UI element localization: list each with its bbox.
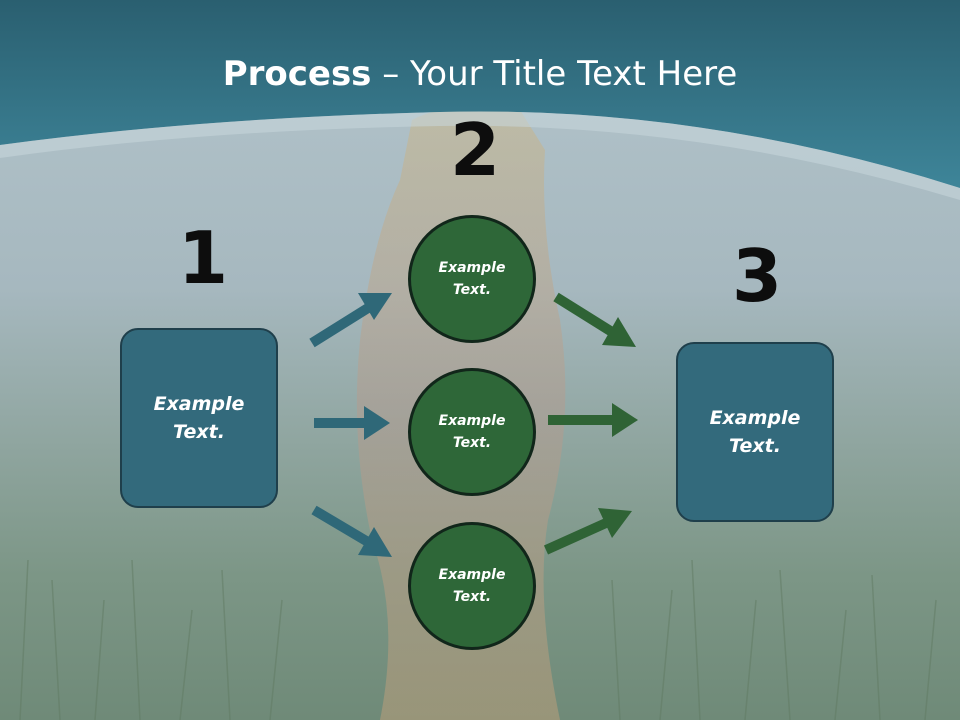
header-swoosh [0, 111, 960, 200]
start-box-text: Example Text. [154, 390, 245, 447]
arrow-from-circle-3 [543, 508, 632, 555]
grass [19, 559, 937, 720]
end-box[interactable]: Example Text. [676, 342, 834, 522]
end-box-line2: Text. [729, 435, 781, 457]
circle-step-2[interactable]: Example Text. [408, 368, 536, 496]
circle-1-line1: Example [438, 259, 506, 276]
circle-2-line2: Text. [452, 435, 492, 451]
step-number-2: 2 [450, 108, 501, 192]
arrow-to-circle-1 [309, 293, 392, 348]
circle-1-text: Example Text. [439, 257, 506, 302]
start-box[interactable]: Example Text. [120, 328, 278, 508]
end-box-line1: Example [709, 406, 801, 429]
step-number-3: 3 [732, 234, 783, 318]
circle-step-1[interactable]: Example Text. [408, 215, 536, 343]
arrow-from-circle-2 [548, 403, 638, 437]
circle-step-3[interactable]: Example Text. [408, 522, 536, 650]
step-number-1: 1 [178, 216, 229, 300]
start-box-line1: Example [153, 392, 245, 415]
circle-2-line1: Example [438, 412, 506, 429]
title-rest: – Your Title Text Here [371, 54, 738, 94]
title-bold: Process [222, 54, 372, 94]
circle-3-line1: Example [438, 566, 506, 583]
header-band [0, 0, 960, 188]
slide-title: Process – Your Title Text Here [0, 54, 960, 94]
arrow-from-circle-1 [553, 292, 636, 347]
circle-1-line2: Text. [452, 282, 492, 298]
start-box-line2: Text. [173, 421, 225, 443]
circle-3-text: Example Text. [439, 564, 506, 609]
arrow-to-circle-2 [314, 406, 390, 440]
arrow-to-circle-3 [311, 505, 392, 557]
end-box-text: Example Text. [710, 404, 801, 461]
circle-3-line2: Text. [452, 589, 492, 605]
circle-2-text: Example Text. [439, 410, 506, 455]
